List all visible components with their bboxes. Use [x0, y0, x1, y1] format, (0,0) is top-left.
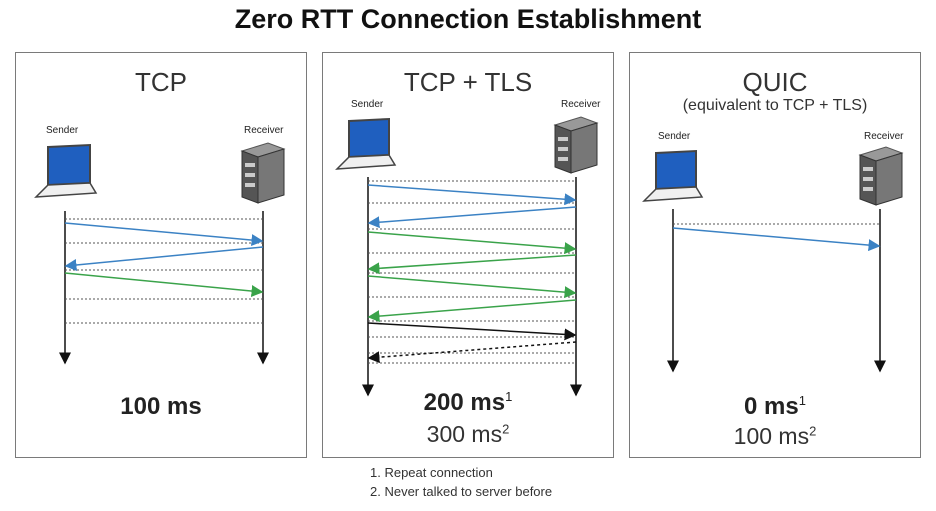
latency-value-first-time: 300 ms2: [426, 421, 510, 447]
data-request-arrow: [367, 322, 577, 341]
receiver-label: Receiver: [244, 125, 284, 136]
sequence-diagram: [34, 142, 286, 365]
sender-label: Sender: [351, 99, 384, 110]
syn-arrow: [64, 222, 264, 247]
tcp-syn-arrow: [367, 184, 577, 206]
latency-value: 200 ms1: [423, 389, 513, 416]
sequence-diagram: [642, 146, 904, 373]
tls-arrow: [367, 275, 577, 299]
laptop-icon: [34, 143, 98, 198]
panel-heading: TCP + TLS: [403, 67, 533, 97]
page-title: Zero RTT Connection Establishment: [234, 4, 702, 34]
sender-label: Sender: [658, 131, 691, 142]
panel-subheading: (equivalent to TCP + TLS): [682, 97, 868, 114]
footnote: 2. Never talked to server before: [370, 484, 553, 499]
sender-label: Sender: [46, 125, 79, 136]
tcp-syn-ack-arrow: [367, 206, 577, 229]
latency-value: 100 ms: [120, 393, 202, 420]
initial-packet-arrow: [672, 227, 881, 252]
receiver-label: Receiver: [864, 131, 904, 142]
footnote: 1. Repeat connection: [370, 465, 493, 480]
panel-heading: TCP: [135, 67, 187, 97]
tcp-panel: TCP Sender Receiver: [15, 52, 307, 458]
laptop-icon: [335, 117, 397, 170]
quic-panel: QUIC (equivalent to TCP + TLS) Sender Re…: [629, 52, 921, 458]
server-icon: [858, 146, 904, 206]
data-response-arrow: [367, 341, 577, 364]
receiver-label: Receiver: [561, 99, 601, 110]
laptop-icon: [642, 149, 704, 202]
panel-heading: QUIC: [742, 67, 808, 97]
latency-value: 0 ms1: [744, 393, 806, 420]
server-icon: [240, 142, 286, 204]
sequence-diagram: [335, 116, 599, 397]
syn-ack-arrow: [64, 246, 264, 271]
tls-arrow: [367, 254, 577, 275]
tls-arrow: [367, 299, 577, 323]
tls-arrow: [367, 231, 577, 255]
tcp-tls-panel: TCP + TLS Sender Receiver: [322, 52, 614, 458]
latency-value-first-time: 100 ms2: [733, 423, 817, 449]
ack-arrow: [64, 272, 264, 297]
server-icon: [553, 116, 599, 174]
